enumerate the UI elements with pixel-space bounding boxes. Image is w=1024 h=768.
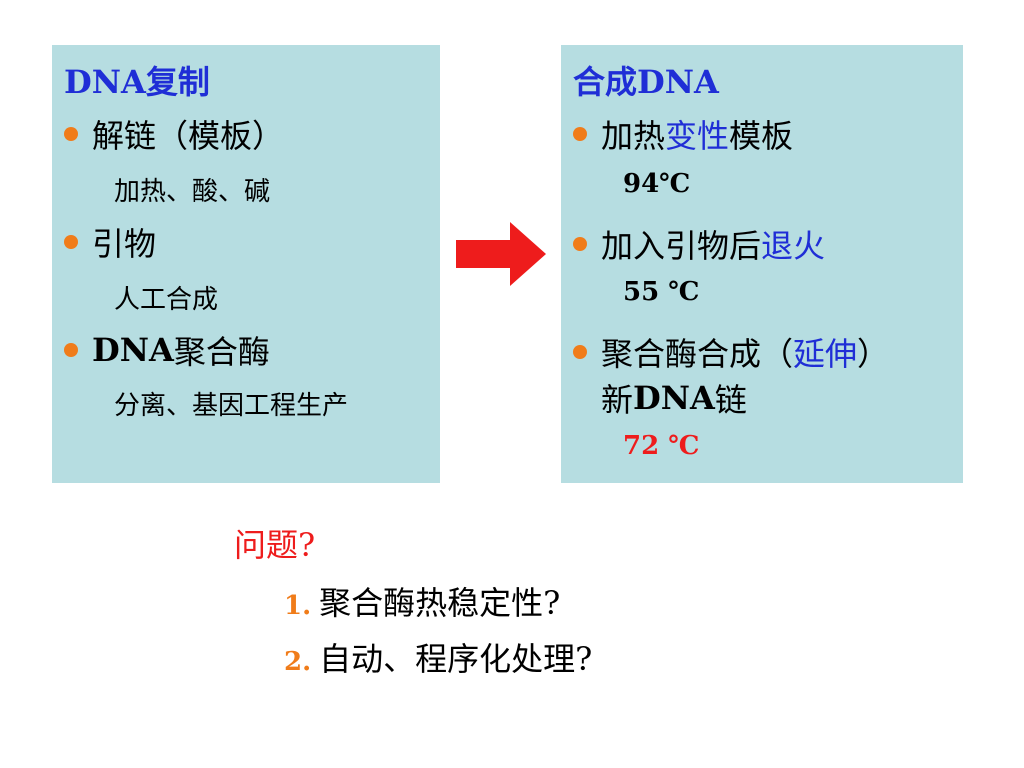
right-bullet-3-temp: 72 ℃ <box>623 431 700 461</box>
left-bullet-1-label: 解链（模板） <box>92 117 285 155</box>
right-bullet-3-line2-suffix: 链 <box>714 381 747 419</box>
left-bullet-2-label: 引物 <box>92 225 157 263</box>
left-bullet-3: DNA 聚合酶 <box>64 327 270 373</box>
bullet-dot-icon <box>64 127 78 141</box>
right-bullet-2-temp: 55 ℃ <box>623 277 700 307</box>
right-bullet-3-line2-latin: DNA <box>633 379 715 417</box>
question-item-1: 1. 聚合酶热稳定性? <box>284 578 560 624</box>
right-panel-dna-synthesis: 合成DNA 加热 变性 模板 94℃ 加入引物后 退火 55 ℃ 聚合酶合成（ … <box>561 45 963 483</box>
arrow-shape <box>456 222 546 286</box>
right-bullet-2: 加入引物后 退火 <box>573 221 825 267</box>
right-bullet-1-highlight: 变性 <box>665 117 730 155</box>
left-bullet-2-sub: 人工合成 <box>114 285 219 315</box>
right-bullet-3-line2-prefix: 新 <box>601 381 634 419</box>
right-bullet-3-suffix: ） <box>857 335 890 373</box>
right-bullet-1-temp: 94℃ <box>623 169 691 199</box>
bullet-dot-icon <box>573 345 587 359</box>
left-panel-dna-replication: DNA复制 解链（模板） 加热、酸、碱 引物 人工合成 DNA 聚合酶 分离、基… <box>52 45 440 483</box>
left-bullet-3-rest: 聚合酶 <box>173 333 270 371</box>
bullet-dot-icon <box>64 343 78 357</box>
right-bullet-2-highlight: 退火 <box>761 227 826 265</box>
right-bullet-3: 聚合酶合成（ 延伸 ） <box>573 329 889 375</box>
left-bullet-3-sub: 分离、基因工程生产 <box>114 391 349 421</box>
right-arrow-icon <box>456 222 546 286</box>
right-panel-title: 合成DNA <box>573 63 719 101</box>
left-bullet-3-latin: DNA <box>92 331 174 369</box>
left-bullet-1-sub: 加热、酸、碱 <box>114 177 271 207</box>
right-bullet-2-prefix: 加入引物后 <box>601 227 762 265</box>
question-item-2-text: 自动、程序化处理? <box>319 640 593 678</box>
right-bullet-1-prefix: 加热 <box>601 117 666 155</box>
left-bullet-1: 解链（模板） <box>64 111 284 157</box>
left-bullet-2: 引物 <box>64 219 156 265</box>
left-panel-title: DNA复制 <box>64 63 210 101</box>
question-item-1-text: 聚合酶热稳定性? <box>319 584 561 622</box>
right-bullet-3-prefix: 聚合酶合成（ <box>601 335 794 373</box>
bullet-dot-icon <box>64 235 78 249</box>
right-bullet-3-highlight: 延伸 <box>793 335 858 373</box>
bullet-dot-icon <box>573 237 587 251</box>
question-item-1-number: 1. <box>284 591 312 621</box>
right-bullet-1-suffix: 模板 <box>729 117 794 155</box>
question-item-2-number: 2. <box>284 647 312 677</box>
right-bullet-1: 加热 变性 模板 <box>573 111 793 157</box>
right-bullet-3-line2: 新 DNA 链 <box>601 375 747 421</box>
question-item-2: 2. 自动、程序化处理? <box>284 634 592 680</box>
bullet-dot-icon <box>573 127 587 141</box>
questions-heading: 问题? <box>234 526 316 564</box>
